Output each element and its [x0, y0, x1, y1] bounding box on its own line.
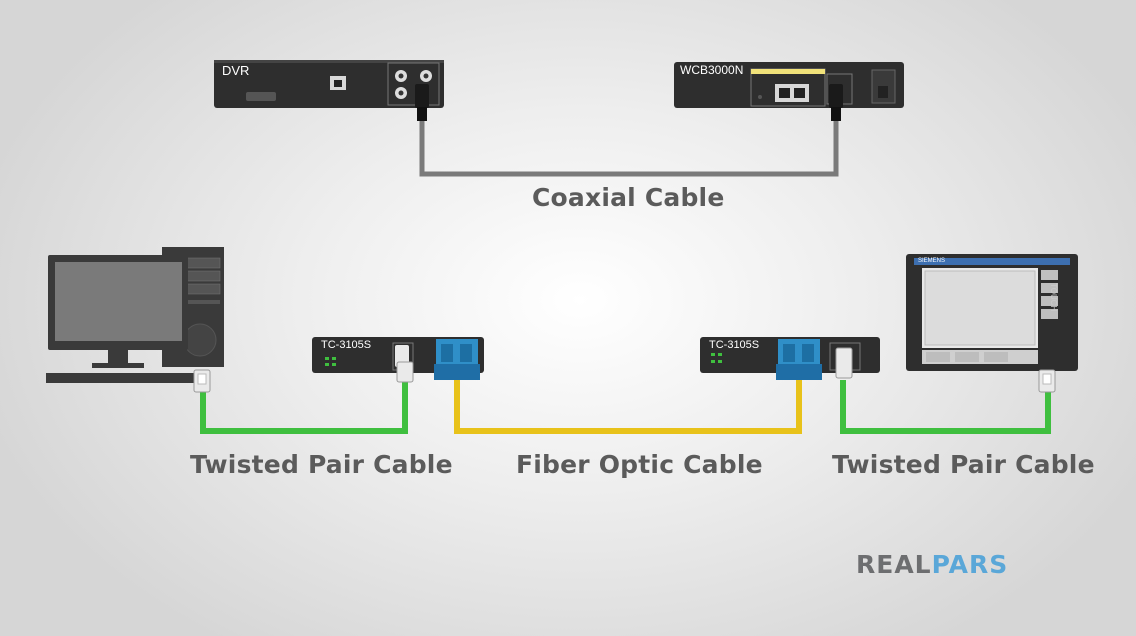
wcb-device	[674, 62, 904, 108]
tc-left-label: TC-3105S	[321, 339, 372, 351]
rj45-plug-pc	[193, 369, 211, 393]
rj45-plug-left	[396, 361, 414, 383]
twisted-pair-label-right: Twisted Pair Cable	[832, 450, 1095, 479]
twisted-pair-label-left: Twisted Pair Cable	[190, 450, 453, 479]
tc-right-label: TC-3105S	[709, 339, 760, 351]
realpars-logo: REALPARS	[856, 550, 1009, 579]
rj45-plug-hmi	[1038, 369, 1056, 393]
computer	[46, 247, 224, 383]
wcb-label: WCB3000N	[680, 63, 744, 77]
fiber-connector	[776, 364, 822, 380]
dvr-device	[214, 60, 444, 108]
fiber-connector	[434, 364, 480, 380]
fiber-optic-label: Fiber Optic Cable	[516, 450, 763, 479]
keyboard	[46, 373, 196, 383]
twisted-pair-cable-right	[840, 380, 1051, 434]
twisted-pair-cable-left	[200, 370, 408, 434]
coaxial-cable	[419, 110, 839, 177]
hmi-brand-label: SIEMENS	[918, 258, 946, 264]
media-converter-left	[312, 337, 484, 380]
coax-plug-right	[829, 84, 843, 121]
coax-plug-left	[415, 84, 429, 121]
coaxial-cable-label: Coaxial Cable	[532, 183, 725, 212]
serial-port	[246, 92, 276, 101]
hmi-panel	[906, 254, 1078, 371]
media-converter-right	[700, 337, 880, 380]
rj45-plug-right	[835, 347, 853, 379]
fiber-optic-cable	[454, 380, 802, 434]
dvr-label: DVR	[222, 63, 250, 78]
hmi-side-label: TOUCH	[1049, 283, 1058, 312]
